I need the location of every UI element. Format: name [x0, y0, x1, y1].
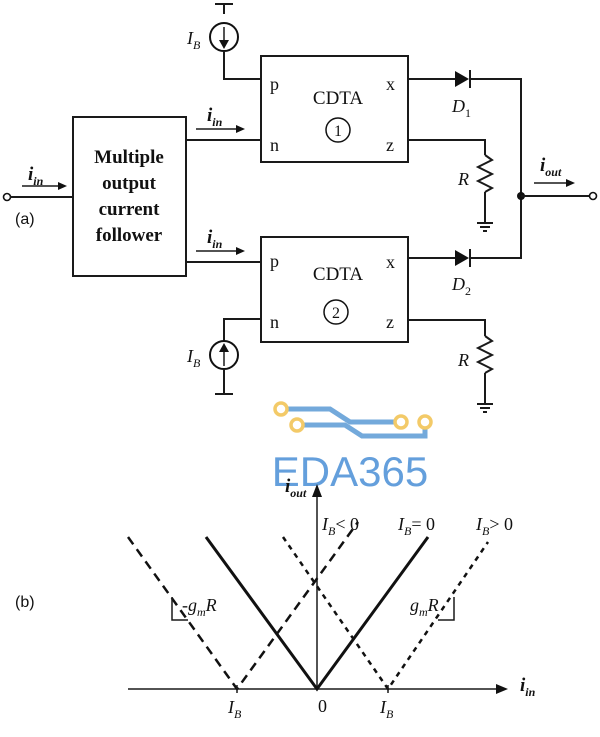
cdta2-terminal-n: n	[270, 312, 279, 332]
watermark-text: EDA365	[272, 448, 428, 495]
output-terminal	[588, 191, 598, 201]
curve-ib-negative-label: IB< 0	[321, 514, 359, 538]
tick-left-label: IB	[227, 697, 242, 721]
slope-pos-label: gmR	[410, 595, 439, 619]
x-axis-label: iin	[520, 675, 536, 699]
diode2-label: D2	[451, 274, 471, 298]
current-follower-box	[72, 116, 187, 277]
resistor2-zigzag	[475, 335, 495, 374]
curve-ib-zero	[204, 536, 430, 692]
panel-b-label: (b)	[15, 594, 35, 611]
tick-right-label: IB	[379, 697, 394, 721]
bias1-arrowhead	[219, 40, 229, 49]
follower-label-line4: follower	[96, 225, 163, 246]
cdta2-terminal-z: z	[386, 312, 394, 332]
x-axis-arrowhead	[496, 684, 508, 694]
diode2-to-output-wire	[470, 196, 522, 259]
watermark-pad-2	[289, 417, 305, 433]
diode1-symbol	[455, 71, 469, 87]
follower-label-line2: output	[102, 173, 157, 194]
origin-label: 0	[318, 696, 327, 716]
follower-label-line3: current	[99, 199, 161, 220]
input-current-label: iin	[28, 164, 44, 188]
bias1-to-cdta1-p	[223, 51, 261, 80]
cdta2-number: 2	[332, 305, 340, 322]
resistor1-zigzag	[475, 154, 495, 193]
bias2-arrowhead	[219, 343, 229, 352]
cdta1-terminal-p: p	[270, 74, 279, 94]
eda365-watermark: EDA365	[272, 401, 433, 495]
input-terminal	[2, 192, 12, 202]
cdta1-title: CDTA	[313, 88, 363, 109]
cdta2-title: CDTA	[313, 264, 363, 285]
cdta2-z-wire	[408, 319, 486, 336]
cdta1-terminal-z: z	[386, 135, 394, 155]
panel-a-label: (a)	[15, 211, 35, 228]
panel-b-characteristic: (b) iin iout 0 -gmR gmR IB< 0 IB= 0 IB> …	[15, 476, 536, 721]
cdta2-input-current-label: iin	[207, 227, 223, 251]
resistor2-label: R	[457, 350, 469, 370]
follower-label-line1: Multiple	[94, 147, 164, 168]
curve-ib-positive	[281, 536, 490, 692]
cdta1-terminal-x: x	[386, 74, 395, 94]
cdta1-z-wire	[408, 139, 486, 155]
watermark-pad-3	[393, 414, 409, 430]
diode1-label: D1	[451, 96, 471, 120]
watermark-trace-2	[298, 422, 428, 439]
cdta1-input-current-label: iin	[207, 105, 223, 129]
output-current-label: iout	[540, 155, 562, 179]
diode2-symbol	[455, 250, 469, 266]
y-axis-arrowhead	[312, 484, 322, 497]
cdta2-terminal-p: p	[270, 251, 279, 271]
bias2-label: IB	[186, 346, 201, 370]
watermark-trace-1	[282, 406, 400, 425]
slope-neg-bracket	[171, 597, 188, 621]
cdta2-input-arrowhead	[236, 247, 245, 255]
curve-ib-zero-label: IB= 0	[397, 514, 435, 538]
bias2-to-cdta2-n	[223, 318, 261, 341]
cdta1-input-arrowhead	[236, 125, 245, 133]
cdta2-number-circle	[323, 299, 349, 325]
curve-ib-negative	[126, 521, 360, 692]
output-current-arrowhead	[566, 179, 575, 187]
cdta1-terminal-n: n	[270, 135, 279, 155]
resistor1-label: R	[457, 169, 469, 189]
y-axis-label: iout	[285, 476, 307, 500]
bias1-label: IB	[186, 28, 201, 52]
slope-neg-label: -gmR	[182, 595, 217, 619]
cdta1-box	[260, 55, 409, 163]
input-current-arrowhead	[58, 182, 67, 190]
watermark-pad-4	[417, 414, 433, 430]
slope-pos-bracket	[438, 597, 455, 621]
panel-a-circuit: iin (a) Multiple output current follower…	[2, 3, 598, 413]
cdta1-number: 1	[334, 123, 342, 140]
diode1-to-output-wire	[470, 78, 522, 258]
cdta1-number-circle	[325, 117, 351, 143]
cdta2-terminal-x: x	[386, 252, 395, 272]
curve-ib-positive-label: IB> 0	[475, 514, 513, 538]
watermark-pad-1	[273, 401, 289, 417]
